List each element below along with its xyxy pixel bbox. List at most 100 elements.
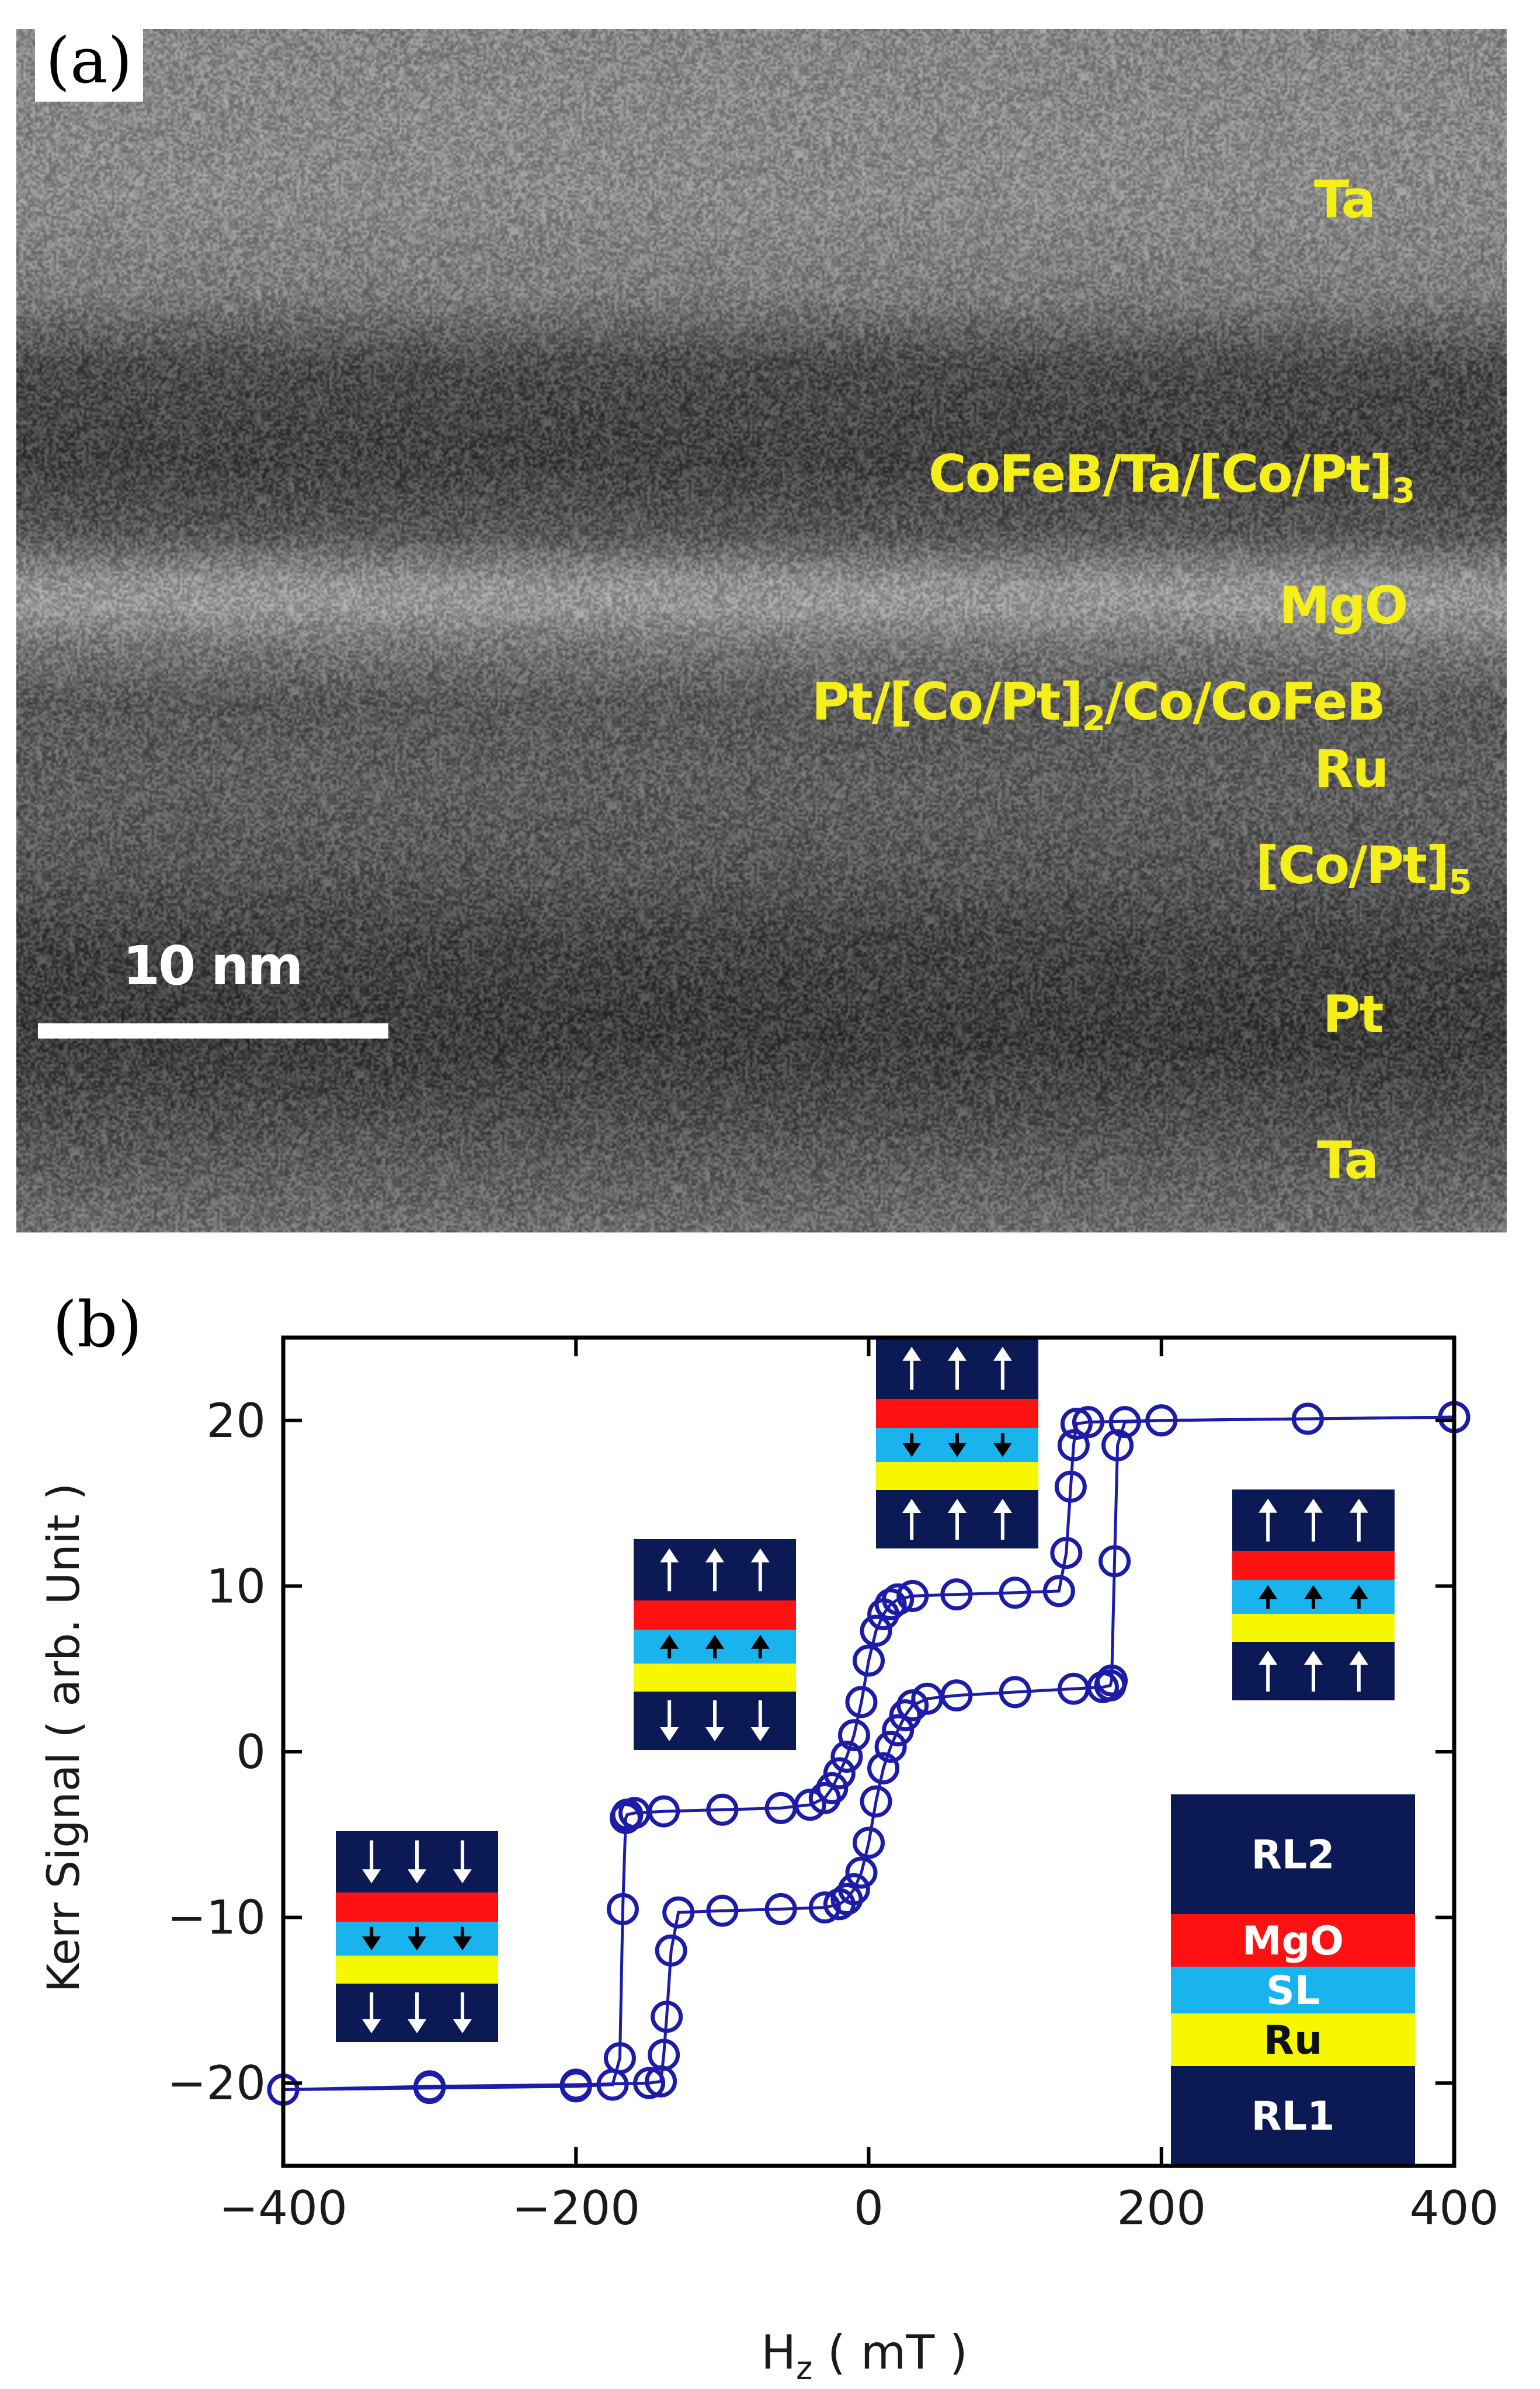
layer-label-mgo: MgO	[1279, 575, 1408, 636]
arrow-head	[1259, 1498, 1278, 1513]
layer-label-cofeb-ta-copt3: CoFeB/Ta/[Co/Pt]3	[929, 444, 1415, 511]
data-point	[874, 1730, 907, 1763]
layer-label-ta-bottom: Ta	[1317, 1130, 1379, 1190]
data-point	[808, 1891, 841, 1924]
arrow-head	[362, 2019, 381, 2033]
arrow-head	[1349, 1585, 1368, 1599]
arrow-head	[705, 1548, 724, 1562]
y-tick-label: 10	[206, 1559, 266, 1613]
arrow-head	[453, 1869, 472, 1884]
legend-label-ru: Ru	[1264, 2018, 1323, 2064]
series-line	[283, 1415, 1455, 2091]
x-tick-label: −400	[219, 2181, 347, 2235]
layer-label-ta-top: Ta	[1314, 169, 1376, 230]
data-point	[845, 1856, 878, 1889]
legend-label-rl2: RL2	[1251, 1832, 1334, 1878]
spin-inset-3	[876, 1338, 1038, 1548]
data-point	[794, 1789, 826, 1821]
legend-label-rl1: RL1	[1251, 2093, 1334, 2140]
arrow-head	[948, 1346, 967, 1361]
data-point	[1098, 1545, 1131, 1578]
inset-layer-band	[634, 1664, 796, 1692]
arrow-head	[408, 2019, 426, 2033]
x-tick-label: 0	[854, 2181, 884, 2235]
data-point	[1072, 1406, 1104, 1439]
data-point	[1050, 1537, 1083, 1569]
arrow-head	[1304, 1651, 1323, 1665]
arrow-head	[660, 1634, 679, 1649]
data-point	[874, 1588, 907, 1621]
x-tick-label: 400	[1410, 2181, 1499, 2235]
spin-inset-1	[336, 1831, 498, 2042]
inset-layer-band	[1232, 1551, 1395, 1580]
data-point	[1060, 1407, 1093, 1440]
arrow-head	[362, 1936, 381, 1951]
y-tick-label: 0	[236, 1725, 266, 1779]
data-point	[655, 1934, 687, 1967]
legend-band	[1171, 2013, 1415, 2066]
series-2	[267, 1401, 1471, 2106]
arrow-head	[750, 1548, 770, 1562]
layer-label-ru: Ru	[1314, 739, 1389, 799]
legend-label-mgo: MgO	[1242, 1918, 1344, 1964]
legend-band	[1171, 1967, 1415, 2013]
data-point	[1145, 1404, 1178, 1437]
arrow-head	[660, 1727, 679, 1741]
layer-label-copt5: [Co/Pt]5	[1256, 835, 1472, 902]
arrow-head	[1304, 1498, 1323, 1513]
arrow-head	[902, 1346, 922, 1361]
arrow-head	[705, 1727, 724, 1741]
layer-label-pt: Pt	[1323, 984, 1384, 1044]
inset-layer-band	[336, 1956, 498, 1984]
inset-layer-band	[634, 1600, 796, 1630]
arrow-head	[750, 1634, 770, 1649]
data-point	[882, 1714, 915, 1746]
data-point	[1101, 1429, 1134, 1461]
panel-b-letter: (b)	[53, 1289, 142, 1362]
data-point	[853, 1827, 885, 1859]
data-point	[1057, 1672, 1090, 1705]
arrow-head	[408, 1936, 426, 1951]
data-point	[764, 1893, 797, 1925]
data-point	[706, 1894, 739, 1927]
x-axis-label: Hz ( mT )	[761, 2325, 968, 2387]
arrow-head	[705, 1634, 724, 1649]
data-point	[559, 2068, 592, 2101]
spin-inset-2	[634, 1539, 796, 1750]
spin-inset-4	[1232, 1489, 1395, 1700]
data-point	[867, 1752, 900, 1784]
data-point	[1042, 1575, 1075, 1607]
scale-bar	[38, 1023, 388, 1039]
data-point	[633, 2067, 666, 2099]
data-point	[823, 1888, 856, 1921]
data-point	[860, 1785, 892, 1818]
legend-band	[1171, 1914, 1415, 1967]
arrow-head	[948, 1499, 967, 1513]
data-point	[853, 1644, 885, 1677]
data-point	[648, 1795, 680, 1828]
arrow-head	[660, 1548, 679, 1562]
inset-layer-band	[336, 1893, 498, 1922]
data-layer	[267, 1401, 1471, 2106]
data-point	[816, 1772, 849, 1804]
data-point	[645, 2065, 677, 2098]
y-tick-label: 20	[206, 1394, 266, 1448]
arrow-head	[902, 1443, 922, 1457]
data-point	[1291, 1402, 1324, 1435]
arrow-head	[993, 1346, 1012, 1361]
panel-a: (a) Ta CoFeB/Ta/[Co/Pt]3 MgO Pt/[Co/Pt]2…	[16, 23, 1507, 1232]
data-point	[860, 1614, 892, 1647]
data-point	[1054, 1470, 1087, 1503]
data-point	[999, 1676, 1031, 1709]
data-point	[830, 1741, 863, 1773]
y-tick-label: −10	[167, 1891, 266, 1945]
arrow-head	[362, 1869, 381, 1884]
layer-label-pt-copt2-co-cofeb: Pt/[Co/Pt]2/Co/CoFeB	[812, 672, 1386, 738]
legend-band	[1171, 2066, 1415, 2165]
data-point	[1057, 1429, 1090, 1461]
data-point	[911, 1682, 944, 1715]
arrow-head	[408, 1869, 426, 1884]
